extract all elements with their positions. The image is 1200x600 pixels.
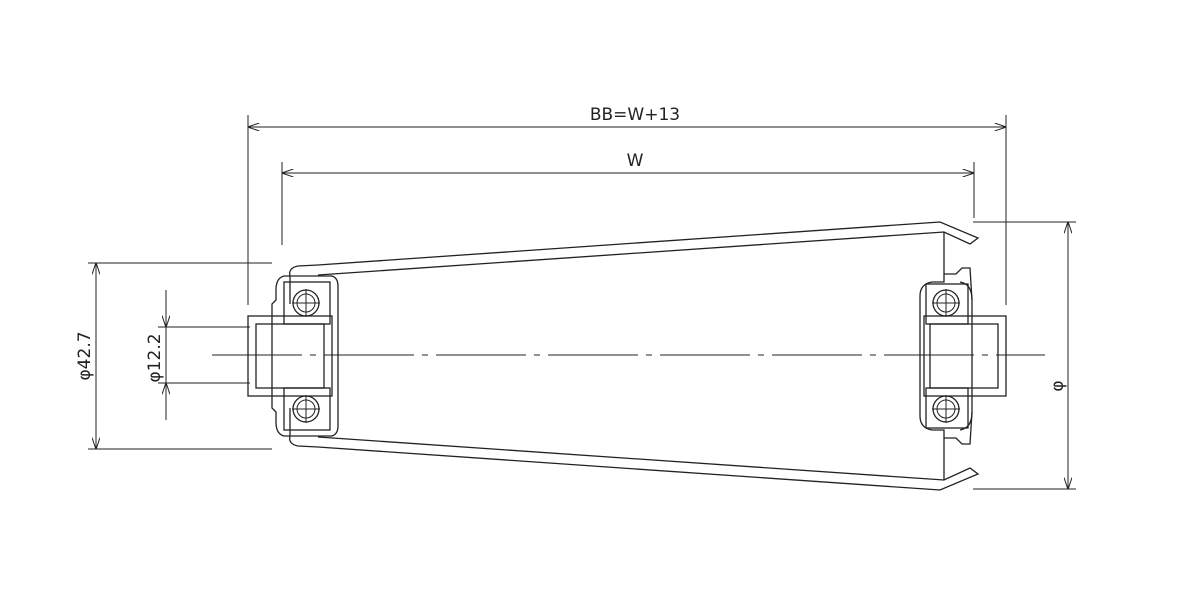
bb-dimension: BB=W+13 xyxy=(247,105,1007,305)
right-bottom-ball xyxy=(932,395,960,423)
w-dimension: W xyxy=(281,151,975,245)
left-bottom-ball xyxy=(292,395,320,423)
right-top-ball xyxy=(932,289,960,317)
shaft-diameter-dimension: φ12.2 xyxy=(145,290,250,420)
shaft-diameter-label: φ12.2 xyxy=(145,333,165,382)
w-dimension-label: W xyxy=(627,151,644,171)
left-top-ball xyxy=(292,289,320,317)
small-diameter-label: φ xyxy=(1048,380,1068,391)
small-diameter-dimension: φ xyxy=(973,221,1076,490)
bb-dimension-label: BB=W+13 xyxy=(590,105,680,125)
left-bearing-housing xyxy=(247,275,339,437)
large-diameter-dimension: φ42.7 xyxy=(75,262,272,450)
right-bearing-housing xyxy=(919,232,1007,480)
roller-tube xyxy=(289,221,980,491)
large-diameter-label: φ42.7 xyxy=(75,331,95,380)
